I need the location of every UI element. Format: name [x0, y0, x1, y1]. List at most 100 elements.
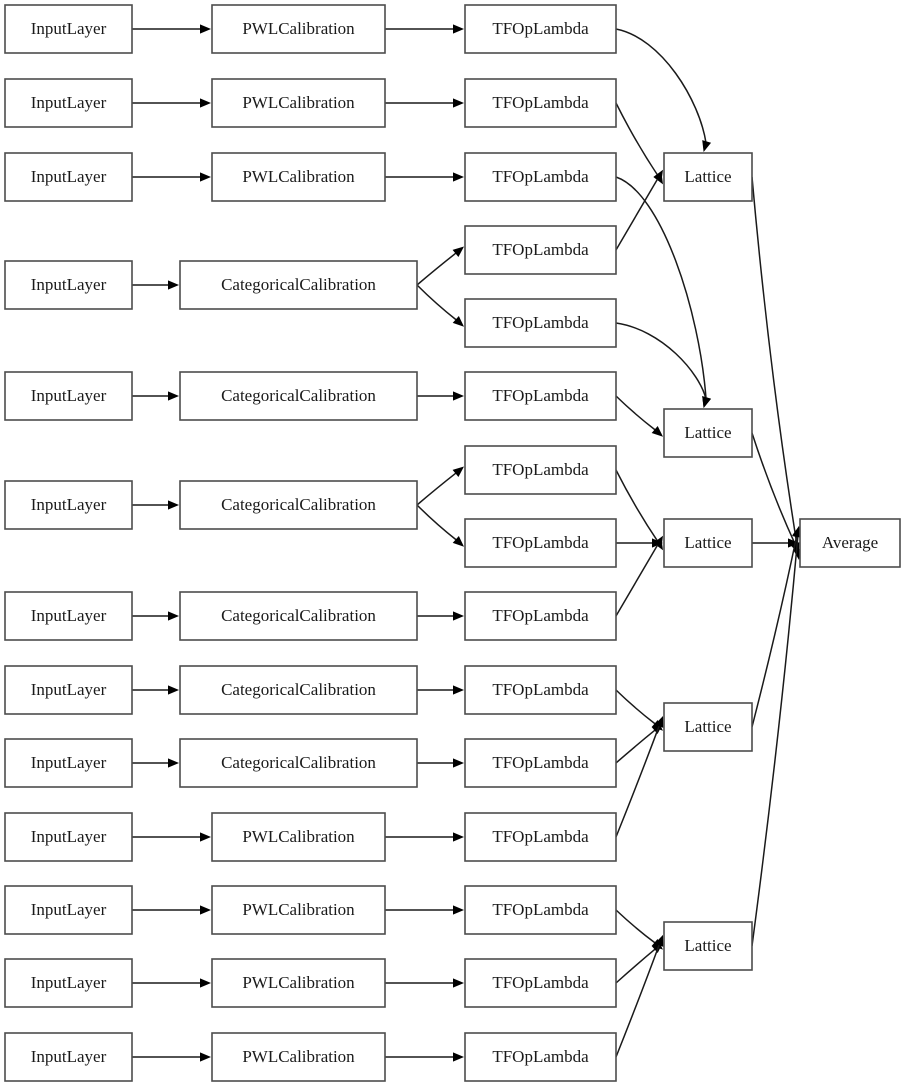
node-box[interactable]: [464, 298, 617, 348]
node-lattice-lat4[interactable]: Lattice: [663, 702, 753, 752]
edge-inputlayer-to-categoricalcalibration: [132, 500, 179, 510]
node-tfoplambda-tf15[interactable]: TFOpLambda: [464, 1032, 617, 1082]
edge-inputlayer-to-pwlcalibration: [132, 832, 211, 842]
node-tfoplambda-tf6[interactable]: TFOpLambda: [464, 371, 617, 421]
node-tfoplambda-tf10[interactable]: TFOpLambda: [464, 665, 617, 715]
node-box[interactable]: [179, 665, 418, 715]
node-pwlcalibration-cal1[interactable]: PWLCalibration: [211, 4, 386, 54]
node-box[interactable]: [4, 738, 133, 788]
node-box[interactable]: [4, 591, 133, 641]
node-inputlayer-in7[interactable]: InputLayer: [4, 591, 133, 641]
node-box[interactable]: [464, 885, 617, 935]
node-lattice-lat3[interactable]: Lattice: [663, 518, 753, 568]
node-categoricalcalibration-cal7[interactable]: CategoricalCalibration: [179, 591, 418, 641]
node-lattice-lat1[interactable]: Lattice: [663, 152, 753, 202]
node-pwlcalibration-cal11[interactable]: PWLCalibration: [211, 885, 386, 935]
node-tfoplambda-tf12[interactable]: TFOpLambda: [464, 812, 617, 862]
node-box[interactable]: [4, 958, 133, 1008]
node-box[interactable]: [211, 4, 386, 54]
node-tfoplambda-tf14[interactable]: TFOpLambda: [464, 958, 617, 1008]
node-box[interactable]: [663, 152, 753, 202]
node-box[interactable]: [4, 665, 133, 715]
node-tfoplambda-tf4[interactable]: TFOpLambda: [464, 225, 617, 275]
node-box[interactable]: [179, 371, 418, 421]
node-box[interactable]: [464, 665, 617, 715]
node-categoricalcalibration-cal5[interactable]: CategoricalCalibration: [179, 371, 418, 421]
node-box[interactable]: [663, 408, 753, 458]
node-box[interactable]: [211, 152, 386, 202]
node-box[interactable]: [464, 591, 617, 641]
node-pwlcalibration-cal3[interactable]: PWLCalibration: [211, 152, 386, 202]
node-box[interactable]: [464, 152, 617, 202]
node-box[interactable]: [211, 885, 386, 935]
node-box[interactable]: [4, 152, 133, 202]
node-box[interactable]: [211, 78, 386, 128]
node-inputlayer-in4[interactable]: InputLayer: [4, 260, 133, 310]
node-inputlayer-in1[interactable]: InputLayer: [4, 4, 133, 54]
node-categoricalcalibration-cal8[interactable]: CategoricalCalibration: [179, 665, 418, 715]
node-lattice-lat5[interactable]: Lattice: [663, 921, 753, 971]
node-categoricalcalibration-cal6[interactable]: CategoricalCalibration: [179, 480, 418, 530]
node-pwlcalibration-cal13[interactable]: PWLCalibration: [211, 1032, 386, 1082]
node-inputlayer-in12[interactable]: InputLayer: [4, 958, 133, 1008]
node-tfoplambda-tf8[interactable]: TFOpLambda: [464, 518, 617, 568]
edge-arrowhead: [654, 934, 664, 947]
node-box[interactable]: [179, 480, 418, 530]
node-inputlayer-in10[interactable]: InputLayer: [4, 812, 133, 862]
node-box[interactable]: [211, 812, 386, 862]
node-tfoplambda-tf3[interactable]: TFOpLambda: [464, 152, 617, 202]
node-box[interactable]: [663, 518, 753, 568]
node-inputlayer-in5[interactable]: InputLayer: [4, 371, 133, 421]
node-tfoplambda-tf9[interactable]: TFOpLambda: [464, 591, 617, 641]
node-tfoplambda-tf2[interactable]: TFOpLambda: [464, 78, 617, 128]
node-tfoplambda-tf7[interactable]: TFOpLambda: [464, 445, 617, 495]
node-box[interactable]: [663, 702, 753, 752]
node-box[interactable]: [179, 591, 418, 641]
node-box[interactable]: [179, 738, 418, 788]
node-average-avg[interactable]: Average: [799, 518, 901, 568]
node-box[interactable]: [211, 958, 386, 1008]
edge-lattice-to-average: [751, 526, 801, 728]
node-tfoplambda-tf11[interactable]: TFOpLambda: [464, 738, 617, 788]
node-tfoplambda-tf5[interactable]: TFOpLambda: [464, 298, 617, 348]
node-pwlcalibration-cal10[interactable]: PWLCalibration: [211, 812, 386, 862]
node-box[interactable]: [663, 921, 753, 971]
node-box[interactable]: [4, 1032, 133, 1082]
node-inputlayer-in3[interactable]: InputLayer: [4, 152, 133, 202]
node-categoricalcalibration-cal4[interactable]: CategoricalCalibration: [179, 260, 418, 310]
edge-line: [615, 909, 656, 944]
node-pwlcalibration-cal2[interactable]: PWLCalibration: [211, 78, 386, 128]
node-categoricalcalibration-cal9[interactable]: CategoricalCalibration: [179, 738, 418, 788]
node-box[interactable]: [4, 885, 133, 935]
node-inputlayer-in2[interactable]: InputLayer: [4, 78, 133, 128]
node-box[interactable]: [464, 738, 617, 788]
node-tfoplambda-tf13[interactable]: TFOpLambda: [464, 885, 617, 935]
node-lattice-lat2[interactable]: Lattice: [663, 408, 753, 458]
node-box[interactable]: [4, 480, 133, 530]
node-box[interactable]: [464, 445, 617, 495]
node-box[interactable]: [464, 78, 617, 128]
node-box[interactable]: [464, 225, 617, 275]
node-inputlayer-in8[interactable]: InputLayer: [4, 665, 133, 715]
node-box[interactable]: [799, 518, 901, 568]
node-inputlayer-in6[interactable]: InputLayer: [4, 480, 133, 530]
node-tfoplambda-tf1[interactable]: TFOpLambda: [464, 4, 617, 54]
node-inputlayer-in11[interactable]: InputLayer: [4, 885, 133, 935]
node-box[interactable]: [4, 4, 133, 54]
node-box[interactable]: [464, 4, 617, 54]
node-box[interactable]: [4, 260, 133, 310]
node-box[interactable]: [464, 812, 617, 862]
node-box[interactable]: [464, 371, 617, 421]
node-box[interactable]: [464, 518, 617, 568]
node-box[interactable]: [211, 1032, 386, 1082]
node-box[interactable]: [464, 1032, 617, 1082]
node-box[interactable]: [179, 260, 418, 310]
node-box[interactable]: [4, 371, 133, 421]
node-box[interactable]: [4, 78, 133, 128]
node-box[interactable]: [464, 958, 617, 1008]
node-pwlcalibration-cal12[interactable]: PWLCalibration: [211, 958, 386, 1008]
node-box[interactable]: [4, 812, 133, 862]
node-inputlayer-in13[interactable]: InputLayer: [4, 1032, 133, 1082]
edge-categoricalcalibration-to-tfoplambda: [416, 246, 464, 286]
node-inputlayer-in9[interactable]: InputLayer: [4, 738, 133, 788]
